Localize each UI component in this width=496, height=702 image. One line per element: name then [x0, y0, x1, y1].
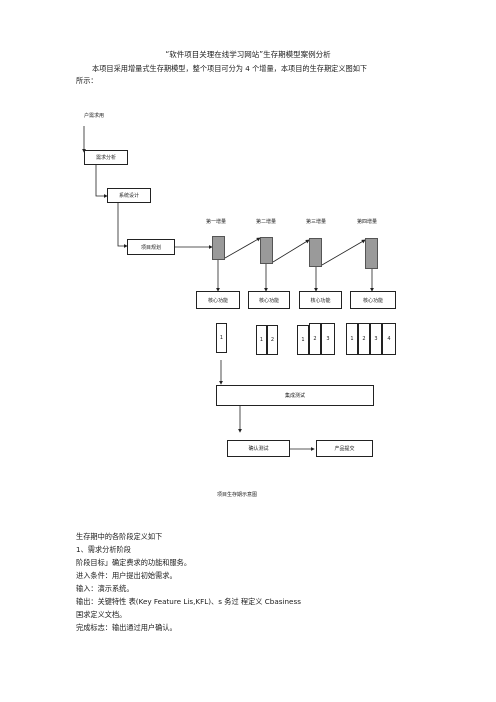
increment-label-2: 第二增量 — [256, 219, 277, 225]
intro-paragraph-line2: 所示： — [76, 76, 98, 85]
document-title: “软件项目关理在线学习网站”生存期模型案例分析 — [165, 50, 331, 59]
increment-label-4: 第四增量 — [357, 219, 378, 225]
integration-test-box: 集成测试 — [216, 385, 374, 406]
core-function-box-1: 核心功能 — [196, 291, 240, 309]
module-box: 4 — [382, 323, 396, 355]
core-function-box-2: 核心功能 — [248, 291, 290, 309]
module-box: 2 — [267, 325, 278, 355]
project-planning-box: 项目规划 — [127, 239, 175, 255]
module-box: 1 — [256, 325, 267, 355]
core-function-box-3: 核心功能 — [299, 291, 342, 309]
increment-label-1: 第一增量 — [206, 219, 227, 225]
acceptance-test-box: 确认测试 — [227, 440, 290, 457]
requirements-analysis-box: 需求分析 — [84, 150, 128, 165]
increment-label-3: 第三增量 — [306, 219, 327, 225]
increment-block-3 — [309, 238, 322, 267]
product-delivery-box: 产品提交 — [316, 440, 373, 457]
phase-entry-condition: 进入条件：用户提出初始需求。 — [76, 571, 177, 580]
increment-block-4 — [365, 238, 378, 269]
module-box: 3 — [370, 323, 382, 355]
module-box: 1 — [297, 325, 309, 355]
phases-heading: 生存期中的各阶段定义如下 — [76, 532, 163, 541]
increment-block-2 — [260, 237, 273, 264]
phase-output: 输出：关键特性 表(Key Feature Lis,KFL)、s 务过 程定义 … — [76, 597, 301, 606]
phase-output-continued: 国求定义文档。 — [76, 610, 127, 619]
module-box: 1 — [346, 323, 358, 355]
core-function-box-4: 核心功能 — [350, 291, 396, 309]
phase-goal: 阶段目标」确定费求的功能和服务。 — [76, 558, 192, 567]
phase-completion: 完成标志：输出通过用户确认。 — [76, 623, 177, 632]
module-box: 2 — [358, 323, 370, 355]
phase-input: 输入：演示系统。 — [76, 584, 134, 593]
intro-paragraph-line1: 本项目采用增量式生存期模型，整个项目可分为 4 个增量，本项目的生存期定义图如下 — [92, 64, 368, 73]
system-design-box: 系统设计 — [107, 188, 151, 203]
phase-1-title: 1、需求分析阶段 — [76, 545, 131, 554]
user-need-label: 户需求用 — [84, 113, 105, 119]
module-box: 1 — [216, 323, 227, 353]
module-box: 3 — [321, 323, 335, 355]
diagram-caption: 项目生存期示意图 — [217, 492, 258, 498]
increment-block-1 — [212, 236, 225, 260]
module-box: 2 — [309, 323, 321, 355]
